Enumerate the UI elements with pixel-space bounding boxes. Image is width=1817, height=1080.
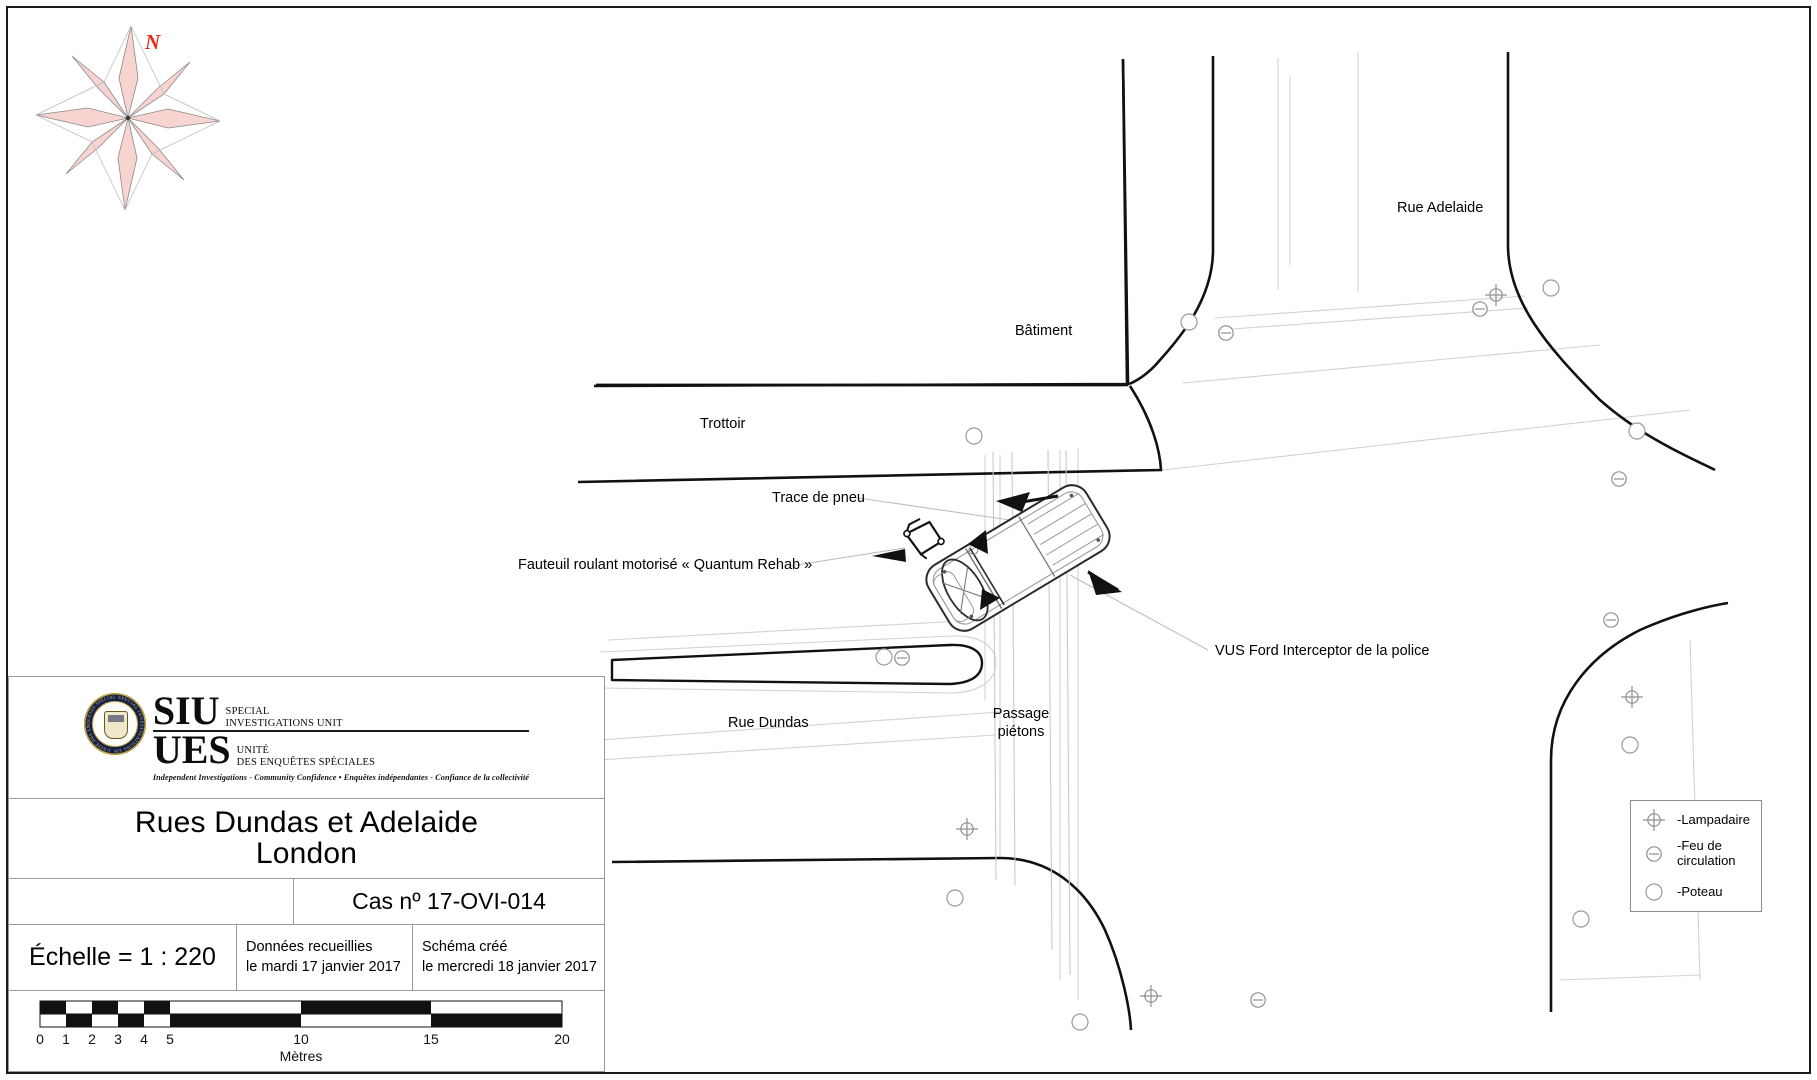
wordmark-en: SIU Special Investigations Unit <box>152 687 529 733</box>
legend-item-lampadaire: -Lampadaire <box>1631 805 1761 835</box>
expansion-fr-line2: des Enquêtes Spéciales <box>236 756 376 768</box>
siu-wordmark: SIU Special Investigations Unit UES Unit… <box>152 687 530 783</box>
label-batiment: Bâtiment <box>1015 323 1073 339</box>
expansion-en: Special Investigations Unit <box>226 706 343 730</box>
wheelchair-pointer-arrow <box>872 549 906 562</box>
coat-of-arms-icon <box>103 710 128 739</box>
data-collected-cell: Données recueillies le mardi 17 janvier … <box>237 925 413 990</box>
title-block: SPECIAL INVESTIGATIONS UNIT UNITÉ DES EN… <box>8 676 605 1072</box>
svg-text:15: 15 <box>423 1031 439 1047</box>
data-collected-line1: Données recueillies <box>246 938 373 955</box>
diagram-created-line1: Schéma créé <box>422 938 508 955</box>
poteau-icon <box>1631 879 1677 905</box>
label-fauteuil-roulant: Fauteuil roulant motorisé « Quantum Reha… <box>518 557 813 573</box>
legend-item-poteau: -Poteau <box>1631 877 1761 907</box>
diagram-created-line2: le mercredi 18 janvier 2017 <box>422 958 597 975</box>
legend-item-feu-de-circulation: -Feu de circulation <box>1631 839 1761 869</box>
case-number-cell: Cas nº 17-OVI-014 <box>294 879 604 924</box>
svg-text:2: 2 <box>88 1031 96 1047</box>
curb-southwest <box>611 856 1133 1031</box>
scale-bar-top-row <box>39 1000 563 1015</box>
diagram-created-text: Schéma créé le mercredi 18 janvier 2017 <box>422 938 597 977</box>
scale-bar-bottom-row <box>39 1013 563 1028</box>
page-border <box>6 6 1811 1074</box>
svg-text:4: 4 <box>140 1031 148 1047</box>
siu-seal-icon: SPECIAL INVESTIGATIONS UNIT UNITÉ DES EN… <box>83 692 146 755</box>
scene-title-line2: London <box>255 836 358 870</box>
trace-de-pneu-leader <box>857 497 1011 521</box>
siu-tagline: Independent Investigations - Community C… <box>152 773 530 783</box>
curb-adelaide-east <box>1506 52 1716 472</box>
data-collected-text: Données recueillies le mardi 17 janvier … <box>246 938 401 977</box>
compass-rose <box>35 25 221 211</box>
wordmark-rule <box>152 730 530 732</box>
label-rue-dundas: Rue Dundas <box>728 715 809 731</box>
lampadaire-icon <box>1631 807 1677 833</box>
expansion-en-line1: Special <box>225 705 270 717</box>
evidence-arrow-shafts <box>1021 494 1119 592</box>
svg-text:0: 0 <box>36 1031 44 1047</box>
svg-text:20: 20 <box>554 1031 570 1047</box>
fauteuil-leader <box>789 547 906 567</box>
case-row-blank-cell <box>9 879 294 924</box>
scale-cell: Échelle = 1 : 220 <box>9 925 237 990</box>
north-letter: N <box>145 30 161 54</box>
curb-northwest <box>577 385 1163 484</box>
scale-bar-row: 0 1 2 3 4 5 10 15 20 Mètres <box>9 991 604 1071</box>
diagram-created-cell: Schéma créé le mercredi 18 janvier 2017 <box>413 925 604 990</box>
case-number-row: Cas nº 17-OVI-014 <box>9 879 604 925</box>
svg-text:10: 10 <box>293 1031 309 1047</box>
label-passage-pietons-line2: piétons <box>997 724 1045 740</box>
legend-box: -Lampadaire -Feu de circulation -Poteau <box>1630 800 1762 912</box>
label-trace-de-pneu: Trace de pneu <box>772 490 865 506</box>
legend-label-lampadaire: -Lampadaire <box>1677 811 1750 827</box>
scene-title-line1: Rues Dundas et Adelaide <box>134 805 479 839</box>
curb-adelaide-west <box>1127 56 1215 386</box>
acronym-siu: SIU <box>152 687 220 733</box>
scale-and-dates-row: Échelle = 1 : 220 Données recueillies le… <box>9 925 604 991</box>
svg-text:3: 3 <box>114 1031 122 1047</box>
scale-value: Échelle = 1 : 220 <box>29 943 216 971</box>
svg-text:5: 5 <box>166 1031 174 1047</box>
expansion-fr-line1: Unité <box>236 744 270 756</box>
svg-text:Mètres: Mètres <box>280 1048 323 1064</box>
scale-bar: 0 1 2 3 4 5 10 15 20 Mètres <box>36 1000 570 1064</box>
pavement-lines <box>597 52 1701 1000</box>
acronym-ues: UES <box>152 726 231 772</box>
expansion-en-line2: Investigations Unit <box>225 717 343 729</box>
wheelchair <box>903 517 945 560</box>
vus-leader <box>1069 574 1209 651</box>
legend-label-poteau: -Poteau <box>1677 883 1723 899</box>
expansion-fr: Unité des Enquêtes Spéciales <box>237 745 376 769</box>
svg-text:1: 1 <box>62 1031 70 1047</box>
seal-ring-text: SPECIAL INVESTIGATIONS UNIT UNITÉ DES EN… <box>84 693 145 754</box>
label-trottoir: Trottoir <box>700 416 746 432</box>
label-passage-pietons-line1: Passage <box>992 706 1050 722</box>
siu-logo: SPECIAL INVESTIGATIONS UNIT UNITÉ DES EN… <box>83 687 530 783</box>
label-rue-adelaide: Rue Adelaide <box>1397 200 1484 216</box>
svg-text:SPECIAL INVESTIGATIONS UNIT: SPECIAL INVESTIGATIONS UNIT <box>84 693 145 754</box>
siu-logo-row: SPECIAL INVESTIGATIONS UNIT UNITÉ DES EN… <box>9 677 604 799</box>
data-collected-line2: le mardi 17 janvier 2017 <box>246 958 401 975</box>
scene-title-row: Rues Dundas et Adelaide London <box>9 799 604 879</box>
case-number: Cas nº 17-OVI-014 <box>352 888 546 914</box>
legend-label-feu-de-circulation: -Feu de circulation <box>1677 838 1736 868</box>
label-vus-ford-interceptor: VUS Ford Interceptor de la police <box>1215 643 1430 659</box>
curb-southeast <box>1549 601 1729 1012</box>
wordmark-fr: UES Unité des Enquêtes Spéciales <box>152 726 529 772</box>
feu-de-circulation-icon <box>1631 841 1677 867</box>
scale-bar-ticks: 0 1 2 3 4 5 10 15 20 Mètres <box>36 1031 570 1064</box>
